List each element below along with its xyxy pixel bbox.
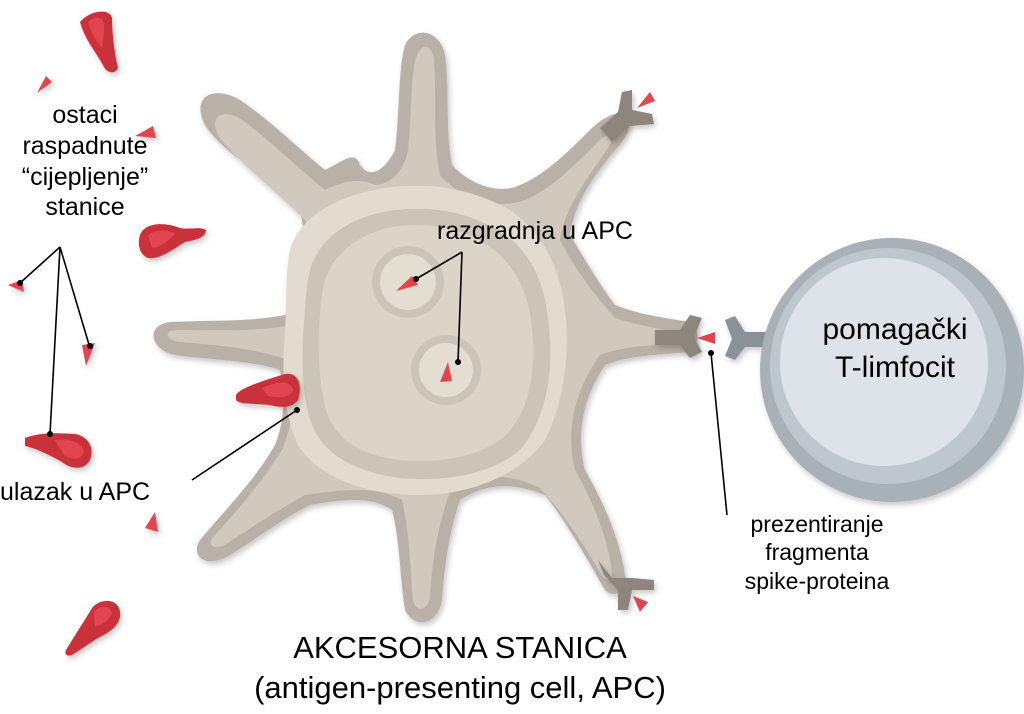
leader-entry: [191, 409, 298, 481]
label-debris-line: “cijepljenje”: [21, 162, 149, 191]
mhc-receptor-middle: [655, 315, 702, 358]
debris-small: [145, 512, 158, 532]
label-debris-line: stanice: [45, 193, 125, 222]
leader-debris-2: [49, 246, 61, 435]
diagram-title: AKCESORNA STANICA (antigen-presenting ce…: [160, 628, 760, 707]
debris-entering: [236, 373, 300, 407]
debris-large: [80, 11, 118, 73]
label-t-cell-line: pomagački: [822, 313, 968, 346]
debris-large: [25, 433, 92, 468]
label-t-cell: pomagački T-limfocit: [780, 311, 1010, 386]
leader-dots: [17, 276, 714, 437]
title-main: AKCESORNA STANICA: [293, 630, 627, 665]
leader-debris-3: [59, 246, 91, 349]
debris-small: [135, 126, 156, 138]
t-cell: [725, 238, 1024, 502]
debris-fragments: [8, 11, 300, 656]
leader-degr-2: [457, 251, 463, 363]
endosome-upper: [372, 246, 444, 318]
title-sub: (antigen-presenting cell, APC): [254, 669, 666, 705]
label-degradation: razgradnja u APC: [437, 217, 633, 245]
spike-fragment: [633, 596, 648, 612]
debris-large: [65, 600, 121, 656]
spike-fragment: [637, 92, 655, 108]
label-presentation-line: spike-proteina: [744, 567, 890, 594]
endosome-lower: [411, 335, 481, 405]
label-presentation-line: prezentiranje: [750, 511, 884, 537]
label-debris: ostaci raspadnute “cijepljenje” stanice: [10, 100, 160, 223]
leader-present: [710, 352, 728, 516]
debris-large: [138, 224, 206, 259]
mhc-receptor-top: [600, 90, 654, 142]
label-presentation-line: fragmenta: [765, 539, 869, 566]
label-debris-line: ostaci: [52, 101, 118, 129]
label-t-cell-line: T-limfocit: [835, 350, 955, 384]
mhc-receptor-bottom: [598, 560, 654, 610]
label-debris-line: raspadnute: [22, 131, 148, 160]
leader-lines: [19, 246, 728, 516]
debris-small: [37, 76, 52, 93]
label-presentation: prezentiranje fragmenta spike-proteina: [697, 510, 937, 595]
label-entry: ulazak u APC: [0, 478, 151, 506]
leader-degr-1: [415, 251, 463, 280]
leader-debris-1: [19, 246, 61, 284]
spike-fragment-presented: [697, 332, 715, 344]
t-cell-core: [780, 258, 988, 466]
debris-small: [82, 343, 95, 366]
spike-fragment: [396, 276, 418, 291]
tcr-receptor: [725, 316, 775, 360]
spike-fragment: [440, 362, 452, 382]
